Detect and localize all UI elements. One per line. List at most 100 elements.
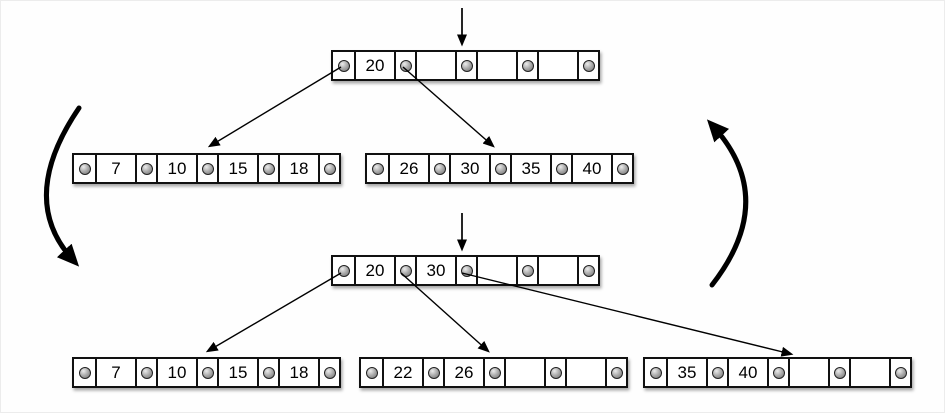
pointer-dot-icon xyxy=(78,366,91,379)
pointer-cell xyxy=(577,257,598,284)
pointer-dot-icon xyxy=(427,366,440,379)
key-cell xyxy=(537,257,577,284)
pointer-dot-icon xyxy=(323,162,336,175)
pointer-cell xyxy=(257,155,278,182)
key-cell xyxy=(415,52,455,79)
pointer-cell xyxy=(544,359,565,386)
pointer-cell xyxy=(333,52,354,79)
pointer-cell xyxy=(455,257,476,284)
key-cell: 26 xyxy=(388,155,428,182)
pointer-dot-icon xyxy=(460,264,473,277)
key-cell: 20 xyxy=(354,257,394,284)
pointer-cell xyxy=(135,359,156,386)
key-cell xyxy=(504,359,544,386)
pointer-cell xyxy=(333,257,354,284)
pointer-cell xyxy=(318,359,339,386)
key-cell: 18 xyxy=(278,155,318,182)
key-cell xyxy=(476,257,516,284)
key-cell xyxy=(788,359,828,386)
pointer-dot-icon xyxy=(371,162,384,175)
pointer-dot-icon xyxy=(649,366,662,379)
pointer-cell xyxy=(828,359,849,386)
cycle-arrow-left-down xyxy=(44,105,82,267)
key-cell xyxy=(565,359,605,386)
btree-node-right-leaf-before: 26 30 35 40 xyxy=(365,153,634,184)
pointer-cell xyxy=(394,52,415,79)
pointer-dot-icon xyxy=(140,366,153,379)
cycle-arrow-right-up xyxy=(706,119,749,288)
pointer-dot-icon xyxy=(555,162,568,175)
btree-node-root-before: 20 xyxy=(331,50,600,81)
pointer-dot-icon xyxy=(521,264,534,277)
pointer-dot-icon xyxy=(582,264,595,277)
key-cell: 40 xyxy=(727,359,767,386)
key-cell: 30 xyxy=(449,155,489,182)
pointer-dot-icon xyxy=(323,366,336,379)
key-cell: 35 xyxy=(510,155,550,182)
pointer-cell xyxy=(489,155,510,182)
key-cell: 30 xyxy=(415,257,455,284)
pointer-dot-icon xyxy=(433,162,446,175)
btree-node-left-leaf-before: 7 10 15 18 xyxy=(72,153,341,184)
pointer-dot-icon xyxy=(616,162,629,175)
pointer-dot-icon xyxy=(460,59,473,72)
pointer-cell xyxy=(605,359,626,386)
pointer-dot-icon xyxy=(610,366,623,379)
key-cell: 20 xyxy=(354,52,394,79)
pointer-dot-icon xyxy=(78,162,91,175)
pointer-dot-icon xyxy=(337,59,350,72)
pointer-dot-icon xyxy=(262,162,275,175)
pointer-cell xyxy=(74,359,95,386)
pointer-dot-icon xyxy=(201,162,214,175)
arrow-root-before-to-left-leaf xyxy=(207,66,342,148)
key-cell: 15 xyxy=(217,359,257,386)
pointer-cell xyxy=(577,52,598,79)
pointer-dot-icon xyxy=(772,366,785,379)
pointer-cell xyxy=(516,257,537,284)
pointer-dot-icon xyxy=(365,366,378,379)
key-cell: 7 xyxy=(95,359,135,386)
btree-node-middle-leaf-after: 22 26 xyxy=(359,357,628,388)
key-cell: 26 xyxy=(443,359,483,386)
pointer-cell xyxy=(767,359,788,386)
key-cell: 40 xyxy=(571,155,611,182)
pointer-dot-icon xyxy=(582,59,595,72)
key-cell: 10 xyxy=(156,155,196,182)
pointer-cell xyxy=(428,155,449,182)
pointer-dot-icon xyxy=(521,59,534,72)
pointer-cell xyxy=(645,359,666,386)
pointer-cell xyxy=(889,359,910,386)
pointer-cell xyxy=(135,155,156,182)
pointer-cell xyxy=(483,359,504,386)
arrow-root-after-to-left-leaf xyxy=(205,272,342,353)
key-cell: 35 xyxy=(666,359,706,386)
pointer-dot-icon xyxy=(201,366,214,379)
pointer-cell xyxy=(196,359,217,386)
key-cell xyxy=(849,359,889,386)
btree-node-root-after: 20 30 xyxy=(331,255,600,286)
pointer-cell xyxy=(257,359,278,386)
key-cell xyxy=(537,52,577,79)
pointer-cell xyxy=(394,257,415,284)
pointer-dot-icon xyxy=(399,264,412,277)
pointer-cell xyxy=(318,155,339,182)
pointer-cell xyxy=(550,155,571,182)
pointer-cell xyxy=(361,359,382,386)
pointer-cell xyxy=(455,52,476,79)
pointer-cell xyxy=(516,52,537,79)
pointer-dot-icon xyxy=(711,366,724,379)
pointer-cell xyxy=(367,155,388,182)
pointer-dot-icon xyxy=(337,264,350,277)
pointer-dot-icon xyxy=(894,366,907,379)
pointer-dot-icon xyxy=(494,162,507,175)
pointer-dot-icon xyxy=(140,162,153,175)
pointer-cell xyxy=(706,359,727,386)
key-cell: 10 xyxy=(156,359,196,386)
btree-node-left-leaf-after: 7 10 15 18 xyxy=(72,357,341,388)
pointer-cell xyxy=(196,155,217,182)
pointer-dot-icon xyxy=(833,366,846,379)
pointer-cell xyxy=(422,359,443,386)
key-cell xyxy=(476,52,516,79)
key-cell: 15 xyxy=(217,155,257,182)
